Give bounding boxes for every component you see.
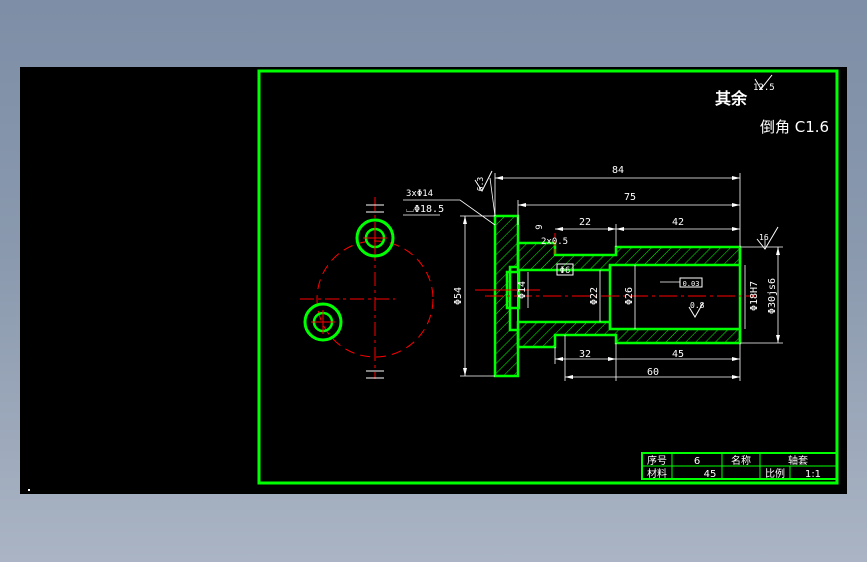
- dim-phi54: Φ54: [453, 287, 464, 305]
- dim-32: 32: [579, 349, 591, 360]
- tb-material-value: 45: [704, 469, 717, 480]
- roughness-note-value: 12.5: [753, 83, 775, 93]
- hole-counterbore: ⌴Φ18.5: [406, 204, 444, 215]
- dim-phi30js6: Φ30js6: [767, 278, 778, 314]
- dim-42: 42: [672, 217, 684, 228]
- dimension-lines: [403, 173, 783, 381]
- ucs-marker: [28, 489, 30, 491]
- tb-seq-value: 6: [694, 456, 700, 467]
- roughness-16: 16: [759, 233, 769, 242]
- cad-drawing: 84 75 22 42 32 45 60 Φ54 Φ14 Φ22 Φ26 Φ18…: [28, 69, 839, 491]
- tb-scale-value: 1:1: [805, 469, 821, 480]
- dim-phi26: Φ26: [624, 287, 635, 305]
- chamfer-note: 倒角 C1.6: [760, 118, 829, 136]
- tb-material-label: 材料: [647, 467, 667, 480]
- dim-chamfer: 2x0.5: [541, 237, 568, 247]
- roughness-08: 0.8: [690, 301, 705, 310]
- dim-84: 84: [612, 165, 624, 176]
- dim-22: 22: [579, 217, 591, 228]
- hole-outer-left: [303, 302, 343, 342]
- dim-phi6: Φ6: [560, 266, 571, 276]
- tolerance-value: 0.03: [683, 280, 700, 288]
- tb-scale-label: 比例: [765, 467, 785, 480]
- roughness-symbols: [474, 74, 779, 318]
- dim-phi14: Φ14: [517, 281, 528, 299]
- dim-45: 45: [672, 349, 684, 360]
- hole-callout: 3xΦ14: [406, 189, 433, 199]
- title-block: 序号 6 名称 轴套 材料 45 比例 1:1: [641, 452, 838, 480]
- dim-75: 75: [624, 192, 636, 203]
- tb-name-value: 轴套: [788, 454, 808, 467]
- drawing-canvas[interactable]: 84 75 22 42 32 45 60 Φ54 Φ14 Φ22 Φ26 Φ18…: [20, 67, 847, 494]
- roughness-63: 6.3: [476, 177, 485, 192]
- drawing-frame: [257, 69, 839, 485]
- tolerance-frame: [679, 277, 703, 288]
- tb-name-label: 名称: [731, 454, 751, 467]
- dim-phi22: Φ22: [589, 287, 600, 305]
- dim-phi18h7: Φ18H7: [749, 281, 760, 311]
- hole-outer-top: [355, 218, 395, 258]
- dim-9: 9: [535, 224, 545, 229]
- end-view: [300, 197, 434, 379]
- arrowheads: [463, 176, 780, 379]
- dim-60: 60: [647, 367, 659, 378]
- roughness-note-label: 其余: [715, 89, 748, 108]
- tb-seq-label: 序号: [647, 454, 667, 467]
